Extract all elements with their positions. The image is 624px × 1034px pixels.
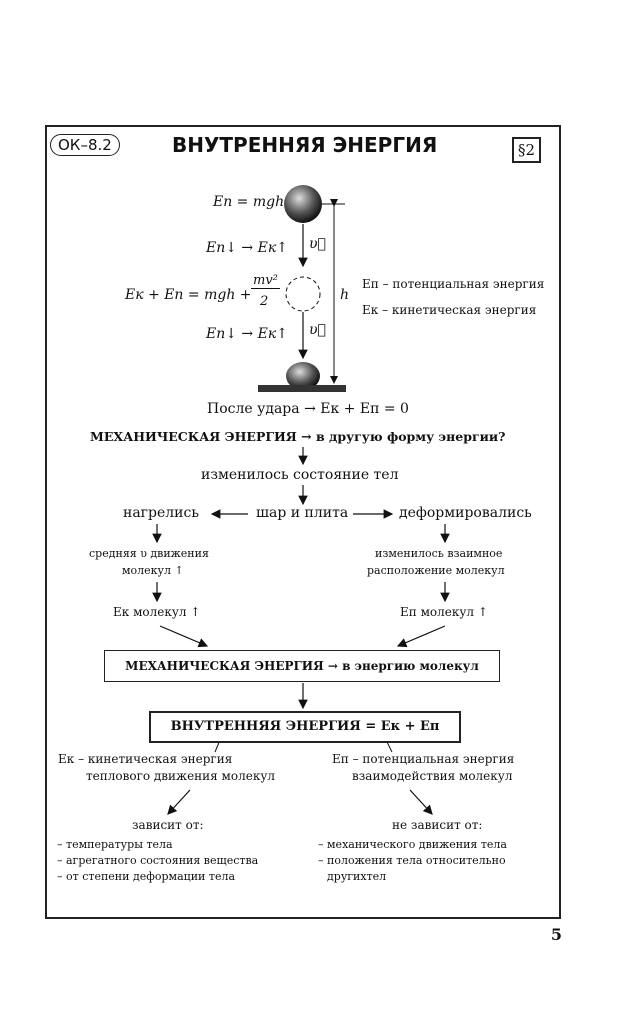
ep-definition-1: Eп – потенциальная энергия: [332, 752, 515, 766]
page-number: 5: [550, 925, 562, 944]
ball-middle-dashed: [285, 276, 321, 312]
list-item: другихтел: [327, 870, 387, 883]
right-arrangement-text: расположение молекул: [367, 564, 505, 577]
question-line: МЕХАНИЧЕСКАЯ ЭНЕРГИЯ → в другую форму эн…: [90, 429, 506, 444]
left-molecules-text: молекул ↑: [122, 564, 184, 577]
left-velocity-text: средняя υ движения: [89, 547, 209, 560]
right-mutual-text: изменилось взаимное: [375, 547, 503, 560]
heated-label: нагрелись: [123, 505, 199, 521]
velocity-label-1: υ⃗: [309, 236, 326, 252]
state-changed: изменилось состояние тел: [201, 467, 399, 483]
internal-energy-box: ВНУТРЕННЯЯ ЭНЕРГИЯ = Eк + Eп: [149, 711, 461, 743]
list-item: – температуры тела: [57, 838, 173, 851]
fraction-denominator: 2: [260, 294, 269, 309]
fraction-numerator: mv²: [251, 273, 280, 289]
list-item: – положения тела относительно: [318, 854, 506, 867]
depends-list: – температуры тела – агрегатного состоян…: [57, 837, 258, 885]
ek-definition-1: Eк – кинетическая энергия: [58, 752, 233, 766]
height-label: h: [340, 287, 350, 303]
ball-top: [284, 185, 322, 223]
page-title: ВНУТРЕННЯЯ ЭНЕРГИЯ: [172, 133, 438, 157]
ek-molecules: Eк молекул ↑: [113, 605, 201, 619]
ek-definition-2: теплового движения молекул: [86, 769, 276, 783]
list-item: – от степени деформации тела: [57, 870, 236, 883]
list-item: – механического движения тела: [318, 838, 507, 851]
section-badge: §2: [512, 137, 542, 163]
deformed-label: деформировались: [399, 505, 532, 521]
ep-formula: Eп = mgh: [213, 194, 285, 210]
not-depends-heading: не зависит от:: [392, 818, 483, 832]
legend-potential: Eп – потенциальная энергия: [362, 277, 545, 291]
ep-definition-2: взаимодействия молекул: [352, 769, 513, 783]
card-code-badge: ОК–8.2: [50, 134, 120, 156]
depends-heading: зависит от:: [132, 818, 204, 832]
legend-kinetic: Eк – кинетическая энергия: [362, 303, 537, 317]
mechanical-to-molecular-box: МЕХАНИЧЕСКАЯ ЭНЕРГИЯ → в энергию молекул: [104, 650, 500, 682]
list-item: – агрегатного состояния вещества: [57, 854, 259, 867]
energy-transition-2: Eп↓ → Eк↑: [206, 326, 288, 342]
ball-and-plate: шар и плита: [256, 505, 349, 521]
not-depends-list: – механического движения тела – положени…: [318, 837, 507, 885]
after-impact: После удара → Eк + Eп = 0: [207, 401, 409, 417]
velocity-label-2: υ⃗: [309, 322, 326, 338]
energy-transition-1: Eп↓ → Eк↑: [206, 240, 288, 256]
ball-bottom: [286, 362, 320, 390]
total-energy-formula: Eк + Eп = mgh +: [125, 287, 252, 303]
ep-molecules: Eп молекул ↑: [400, 605, 488, 619]
page-frame: [45, 125, 561, 919]
plate: [258, 385, 346, 392]
